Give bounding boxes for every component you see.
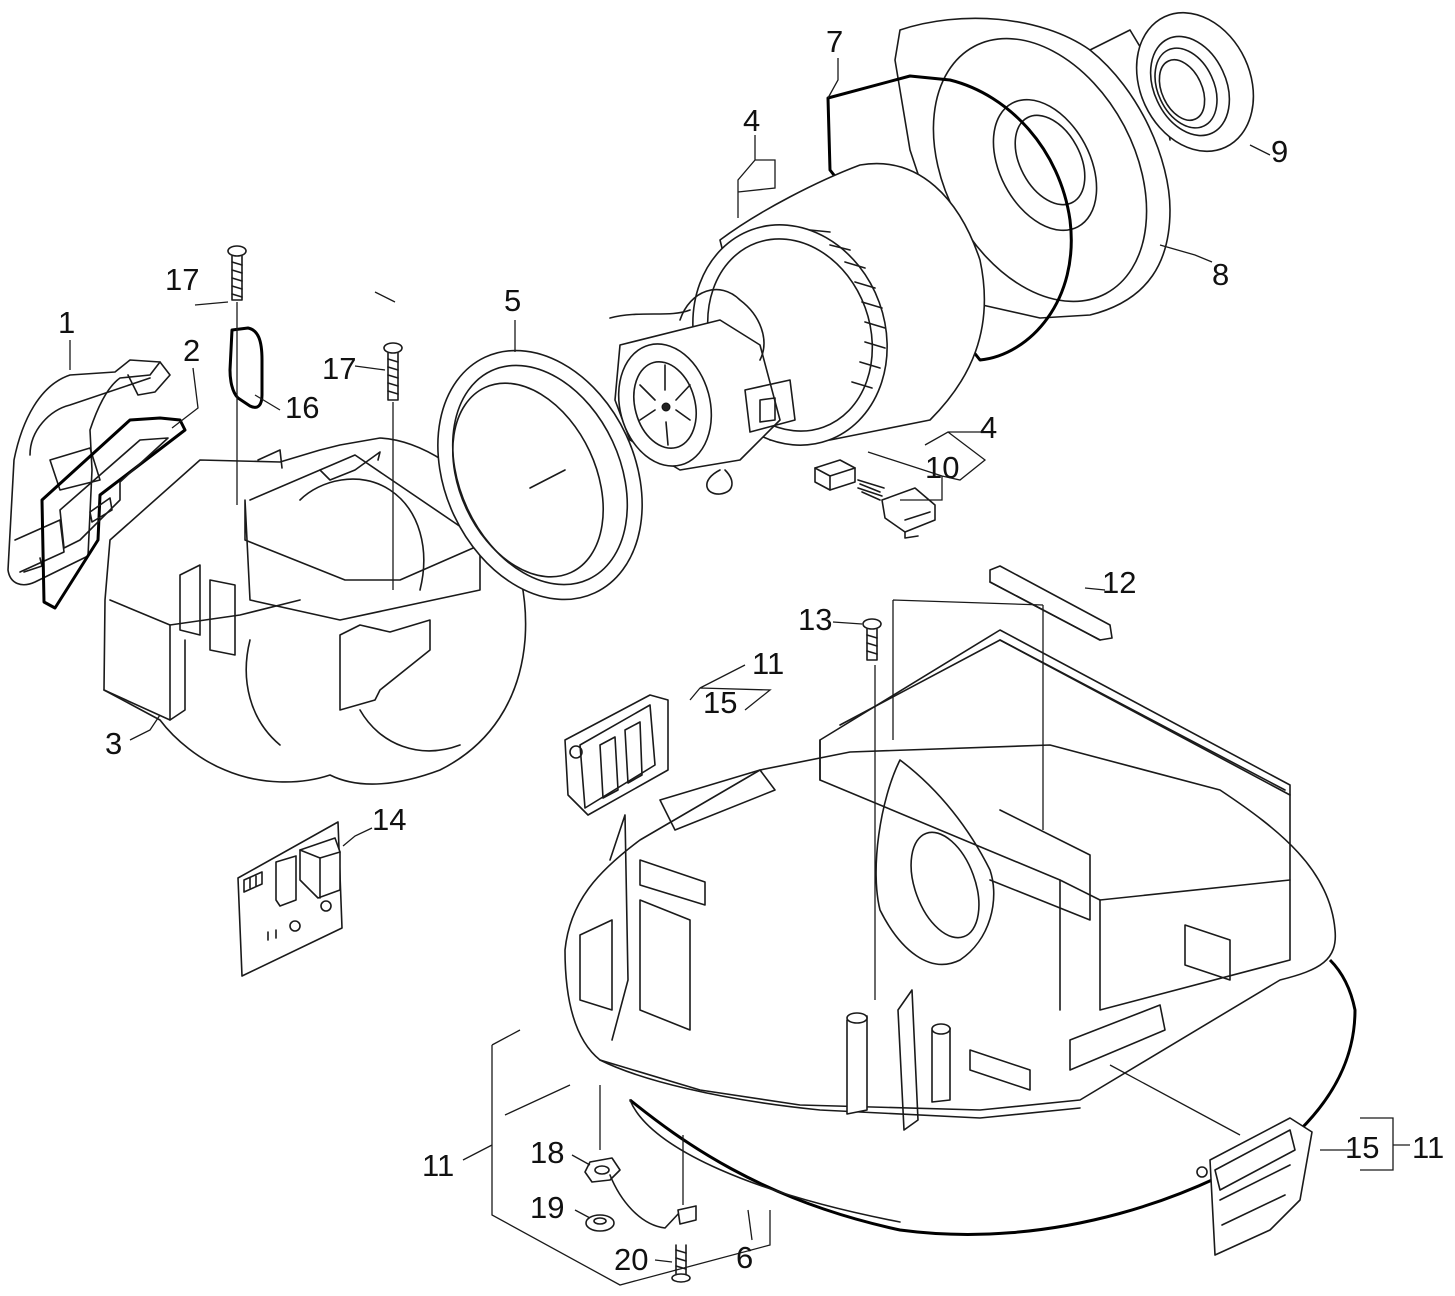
label-part-10: 10 bbox=[925, 450, 959, 485]
part-12-strip bbox=[989, 565, 1113, 641]
part-15-latch-left bbox=[564, 694, 669, 816]
label-part-4-top: 4 bbox=[743, 103, 760, 138]
label-part-11-right: 11 bbox=[1412, 1130, 1444, 1165]
label-part-16: 16 bbox=[285, 390, 319, 425]
part-7-filter-bag bbox=[826, 74, 1073, 362]
part-4-motor bbox=[609, 162, 986, 495]
label-part-13: 13 bbox=[798, 602, 832, 637]
label-part-6: 6 bbox=[736, 1240, 753, 1275]
label-part-15-left: 15 bbox=[703, 685, 737, 720]
label-part-8: 8 bbox=[1212, 257, 1229, 292]
part-6-base-housing bbox=[564, 629, 1357, 1236]
part-10-carbon-brushes bbox=[814, 459, 936, 539]
part-19-washer bbox=[585, 1214, 615, 1232]
label-part-19: 19 bbox=[530, 1190, 564, 1225]
part-17-screw-middle bbox=[383, 342, 403, 590]
label-part-15-right: 15 bbox=[1345, 1130, 1379, 1165]
label-part-17-middle: 17 bbox=[322, 351, 356, 386]
part-20-bolt bbox=[671, 1244, 691, 1283]
label-part-17-upper: 17 bbox=[165, 262, 199, 297]
leader-lines bbox=[69, 58, 1410, 1286]
label-part-11-left: 11 bbox=[752, 646, 784, 681]
part-9-ring bbox=[1135, 11, 1255, 153]
label-part-2: 2 bbox=[183, 333, 200, 368]
label-part-5: 5 bbox=[504, 283, 521, 318]
part-18-clamp bbox=[584, 1157, 697, 1229]
label-part-9: 9 bbox=[1271, 134, 1288, 169]
label-part-3: 3 bbox=[105, 726, 122, 761]
label-part-20: 20 bbox=[614, 1242, 648, 1277]
part-12-bracket-lines bbox=[892, 599, 1044, 830]
label-part-11-bottom: 11 bbox=[422, 1148, 454, 1183]
part-5-ring-seal bbox=[437, 349, 643, 601]
part-15-latch-right bbox=[1196, 1117, 1313, 1256]
label-part-12: 12 bbox=[1102, 565, 1136, 600]
part-14-circuit-board bbox=[237, 821, 343, 977]
label-part-7: 7 bbox=[826, 24, 843, 59]
label-part-14: 14 bbox=[372, 802, 406, 837]
part-labels: 1 2 3 4 4 5 6 7 8 9 10 11 11 11 12 13 14… bbox=[58, 24, 1444, 1277]
part-13-screw bbox=[862, 618, 882, 661]
label-part-18: 18 bbox=[530, 1135, 564, 1170]
label-part-4-brush: 4 bbox=[980, 410, 997, 445]
part-2-gasket bbox=[40, 416, 187, 610]
part-16-seal bbox=[228, 326, 264, 409]
label-part-1: 1 bbox=[58, 305, 75, 340]
part-17-screw-upper bbox=[227, 245, 247, 505]
